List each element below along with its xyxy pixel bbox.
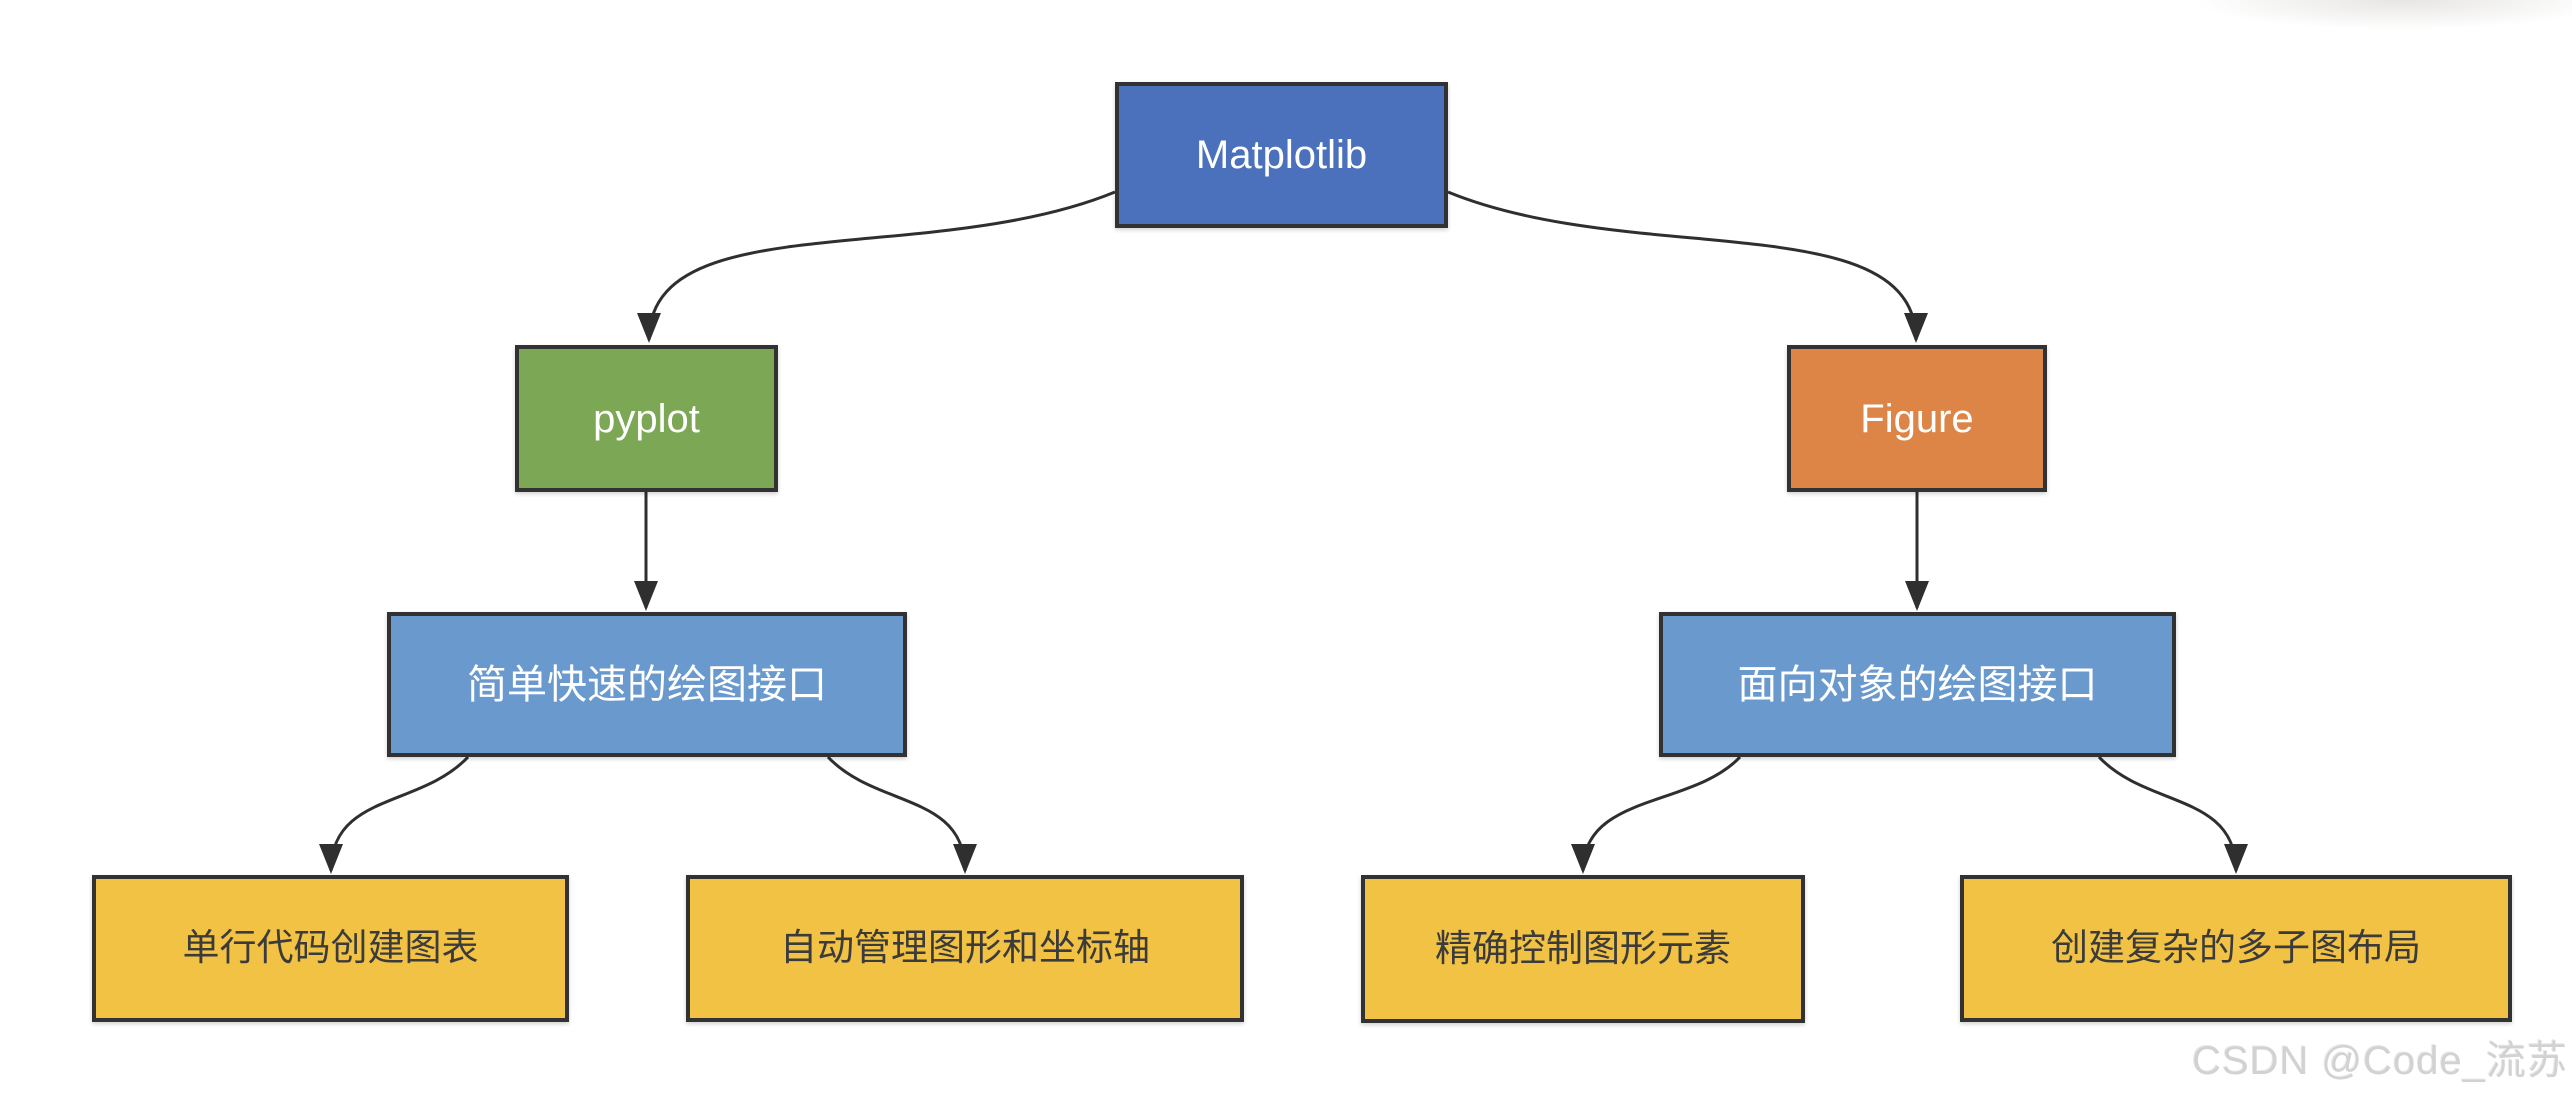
csdn-watermark: CSDN @Code_流苏 <box>2192 1039 2568 1083</box>
edge-desc-leaf3 <box>1571 755 1742 874</box>
node-pyplot-label: pyplot <box>593 396 700 441</box>
node-leaf-complex-subplot-layout: 创建复杂的多子图布局 <box>1960 875 2512 1022</box>
node-leaf4-label: 创建复杂的多子图布局 <box>2051 927 2421 969</box>
node-matplotlib-label: Matplotlib <box>1195 133 1368 177</box>
node-leaf-precise-control: 精确控制图形元素 <box>1361 875 1805 1023</box>
edge-matplotlib-pyplot <box>637 190 1116 343</box>
node-figure-label: Figure <box>1860 396 1974 441</box>
node-figure-desc: 面向对象的绘图接口 <box>1659 612 2176 757</box>
node-leaf3-label: 精确控制图形元素 <box>1435 927 1731 969</box>
edge-desc-leaf4 <box>2097 755 2248 874</box>
edge-desc-leaf1 <box>319 755 470 874</box>
node-pyplot-desc: 简单快速的绘图接口 <box>387 612 907 757</box>
node-matplotlib: Matplotlib <box>1115 82 1448 228</box>
node-figure-desc-label: 面向对象的绘图接口 <box>1737 662 2098 707</box>
node-pyplot-desc-label: 简单快速的绘图接口 <box>467 662 827 707</box>
edge-matplotlib-figure <box>1447 190 1928 343</box>
edge-desc-leaf2 <box>826 755 977 874</box>
node-leaf2-label: 自动管理图形和坐标轴 <box>780 927 1150 969</box>
node-leaf-single-line-chart: 单行代码创建图表 <box>92 875 569 1022</box>
node-leaf1-label: 单行代码创建图表 <box>182 927 479 969</box>
node-pyplot: pyplot <box>515 345 778 492</box>
node-leaf-auto-manage-axes: 自动管理图形和坐标轴 <box>686 875 1244 1022</box>
node-figure: Figure <box>1787 345 2047 492</box>
